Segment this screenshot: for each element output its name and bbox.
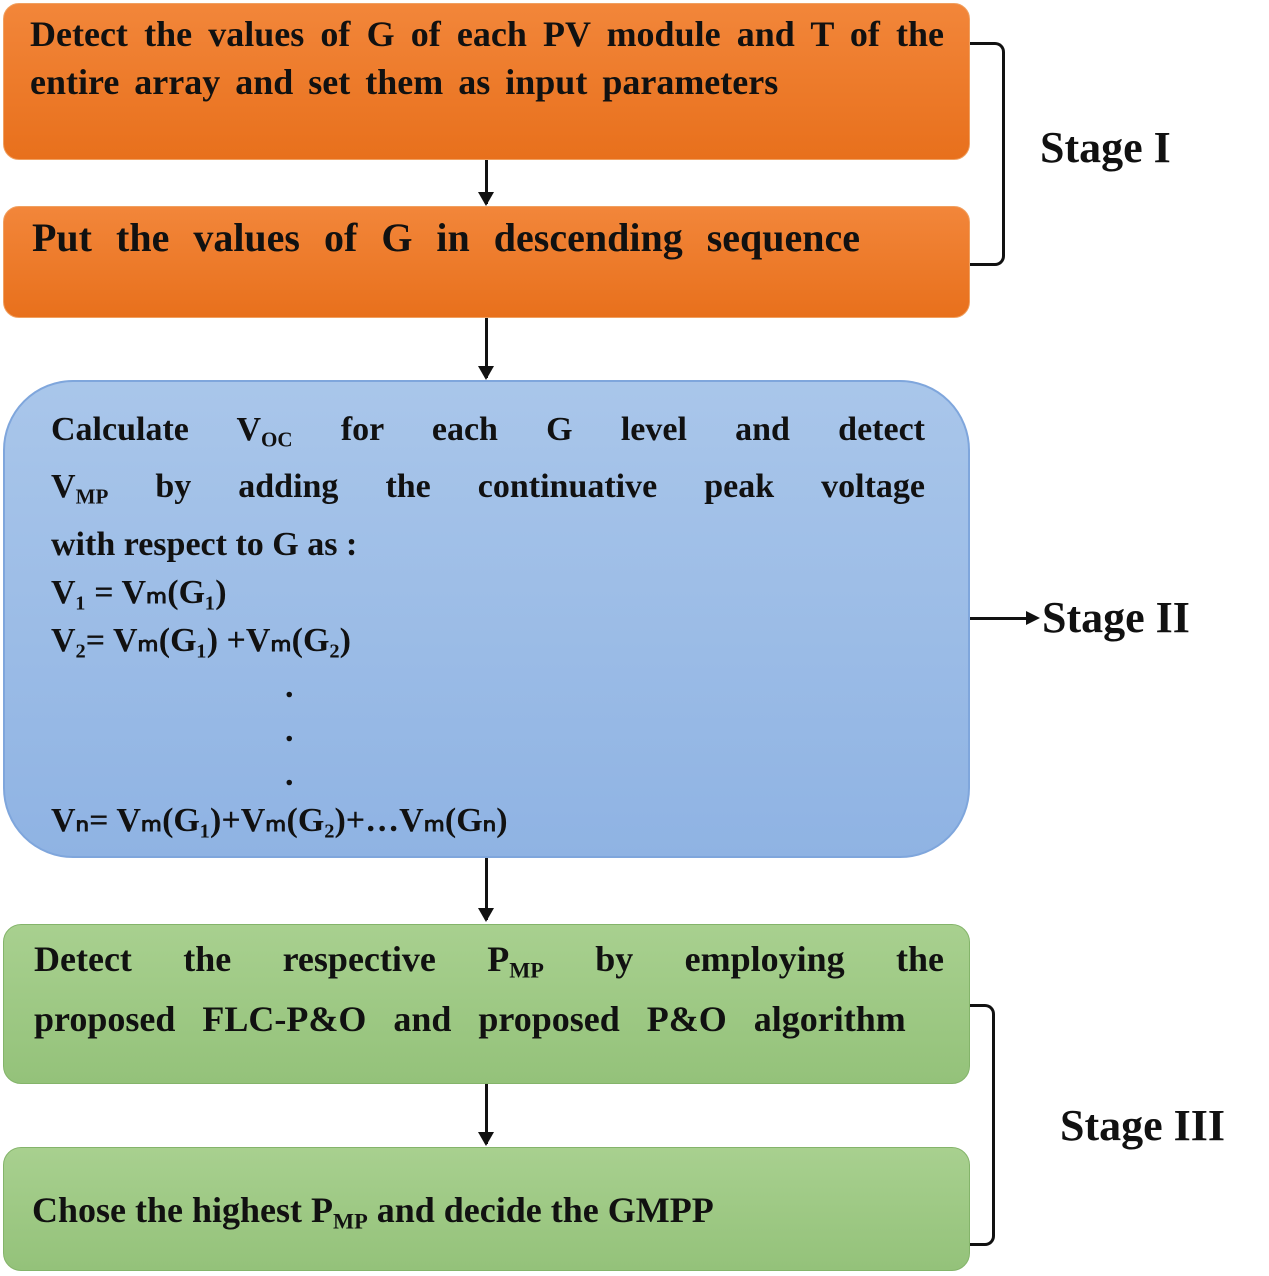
equation-vn: Vₙ= Vₘ(G₁)+Vₘ(G₂)+…Vₘ(Gₙ) bbox=[51, 801, 508, 839]
line-respect: with respect to G as : bbox=[51, 525, 358, 563]
ellipsis-dot-2: . bbox=[285, 711, 294, 749]
ellipsis-dot-3: . bbox=[285, 755, 294, 793]
choose-gmpp-text: Chose the highest PMP and decide the GMP… bbox=[32, 1190, 714, 1234]
detect-pmp-box: Detect the respective PMP by employing t… bbox=[3, 924, 970, 1084]
arrow-3 bbox=[478, 858, 494, 922]
detect-g-text: Detect the values of G of each PV module… bbox=[30, 14, 944, 102]
stage1-bracket bbox=[970, 42, 1005, 266]
stage1-label: Stage I bbox=[1040, 123, 1171, 172]
equation-v2: V₂= Vₘ(G₁) +Vₘ(G₂) bbox=[51, 621, 351, 659]
choose-gmpp-box: Chose the highest PMP and decide the GMP… bbox=[3, 1147, 970, 1271]
sort-g-box: Put the values of G in descending sequen… bbox=[3, 206, 970, 318]
sort-g-text: Put the values of G in descending sequen… bbox=[32, 215, 861, 260]
stage3-label: Stage III bbox=[1060, 1101, 1226, 1150]
stage3-bracket bbox=[970, 1004, 995, 1246]
equation-v1: V₁ = Vₘ(G₁) bbox=[51, 573, 227, 611]
detect-pmp-text: Detect the respective PMP by employing t… bbox=[34, 939, 944, 1039]
line-voc: Calculate VOC for each G level and detec… bbox=[51, 411, 925, 452]
calculate-voltage-box: Calculate VOC for each G level and detec… bbox=[3, 380, 970, 858]
stage2-label: Stage II bbox=[1042, 593, 1190, 642]
ellipsis-dot-1: . bbox=[285, 667, 294, 705]
stage2-arrow bbox=[970, 617, 1030, 620]
arrow-4 bbox=[478, 1084, 494, 1146]
calculate-voltage-text: Calculate VOC for each G level and detec… bbox=[51, 406, 925, 845]
line-vmp: VMP by adding the continuative peak volt… bbox=[51, 468, 925, 509]
stage2-arrowhead bbox=[1026, 611, 1040, 625]
detect-g-box: Detect the values of G of each PV module… bbox=[3, 3, 970, 160]
arrow-2 bbox=[478, 318, 494, 380]
arrow-1 bbox=[478, 160, 494, 206]
